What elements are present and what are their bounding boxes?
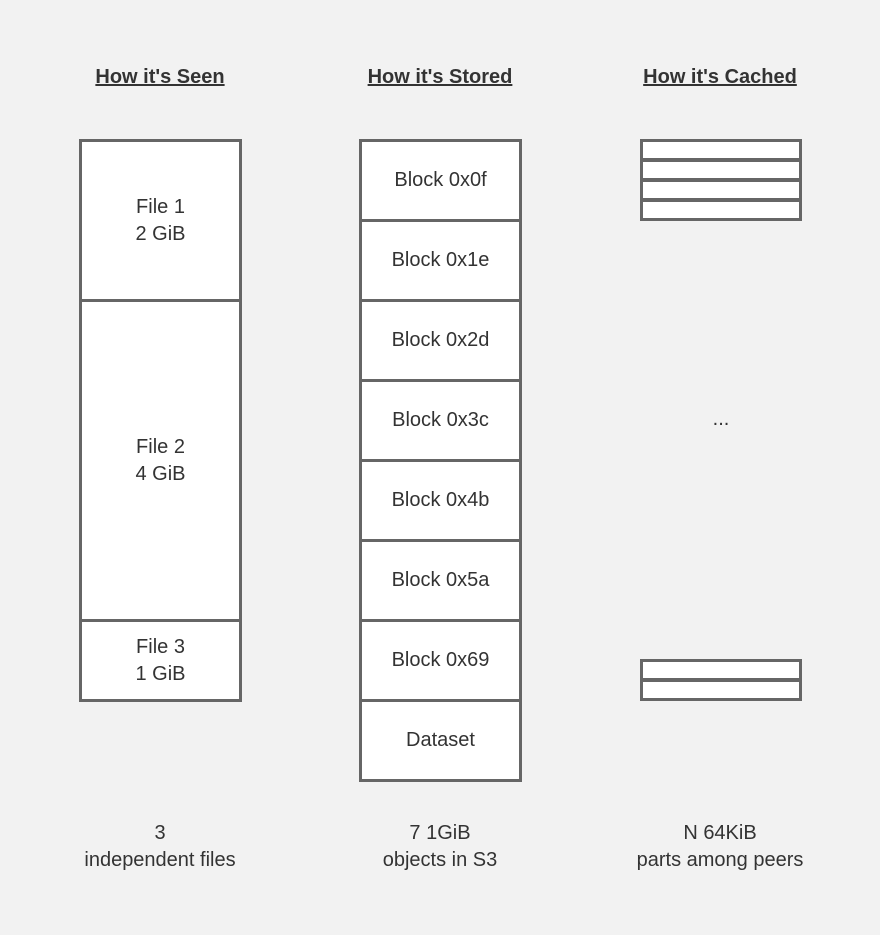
caption-stored: 7 1GiB objects in S3	[320, 820, 560, 874]
caption-seen: 3 independent files	[40, 820, 280, 874]
cache-part	[640, 199, 802, 221]
caption-seen-line1: 3	[154, 822, 166, 844]
file-size: 1 GiB	[135, 662, 186, 685]
caption-stored-line1: 7 1GiB	[409, 822, 471, 844]
file-name: File 1	[136, 195, 185, 218]
block-label: Block 0x1e	[391, 249, 490, 271]
block-label: Block 0x69	[391, 649, 490, 671]
cache-part	[640, 159, 802, 181]
caption-cached: N 64KiB parts among peers	[600, 820, 840, 874]
block-box: Block 0x5a	[359, 539, 522, 622]
block-box: Block 0x2d	[359, 299, 522, 382]
block-box: Block 0x3c	[359, 379, 522, 462]
block-label: Block 0x0f	[394, 169, 487, 191]
file-box: File 3 1 GiB	[79, 619, 242, 702]
block-label: Block 0x5a	[391, 569, 490, 591]
file-size: 4 GiB	[135, 462, 186, 485]
cache-part	[640, 179, 802, 201]
caption-stored-line2: objects in S3	[382, 849, 498, 871]
block-box: Block 0x0f	[359, 139, 522, 222]
cache-ellipsis: ...	[712, 408, 730, 430]
caption-cached-line2: parts among peers	[636, 849, 804, 871]
file-box: File 1 2 GiB	[79, 139, 242, 302]
caption-cached-line1: N 64KiB	[683, 822, 757, 844]
file-box: File 2 4 GiB	[79, 299, 242, 622]
cache-part	[640, 679, 802, 701]
dataset-box: Dataset	[359, 699, 522, 782]
dataset-label: Dataset	[406, 729, 475, 751]
block-label: Block 0x3c	[392, 409, 489, 431]
block-label: Block 0x4b	[391, 489, 490, 511]
block-box: Block 0x4b	[359, 459, 522, 542]
header-how-its-seen: How it's Seen	[95, 66, 225, 88]
header-how-its-cached: How it's Cached	[643, 66, 797, 88]
file-size: 2 GiB	[135, 222, 186, 245]
header-how-its-stored: How it's Stored	[367, 66, 513, 88]
cache-part	[640, 139, 802, 161]
cache-part	[640, 659, 802, 681]
block-label: Block 0x2d	[391, 329, 490, 351]
caption-seen-line2: independent files	[84, 849, 236, 871]
file-name: File 2	[136, 435, 185, 458]
file-name: File 3	[136, 635, 185, 658]
block-box: Block 0x1e	[359, 219, 522, 302]
block-box: Block 0x69	[359, 619, 522, 702]
